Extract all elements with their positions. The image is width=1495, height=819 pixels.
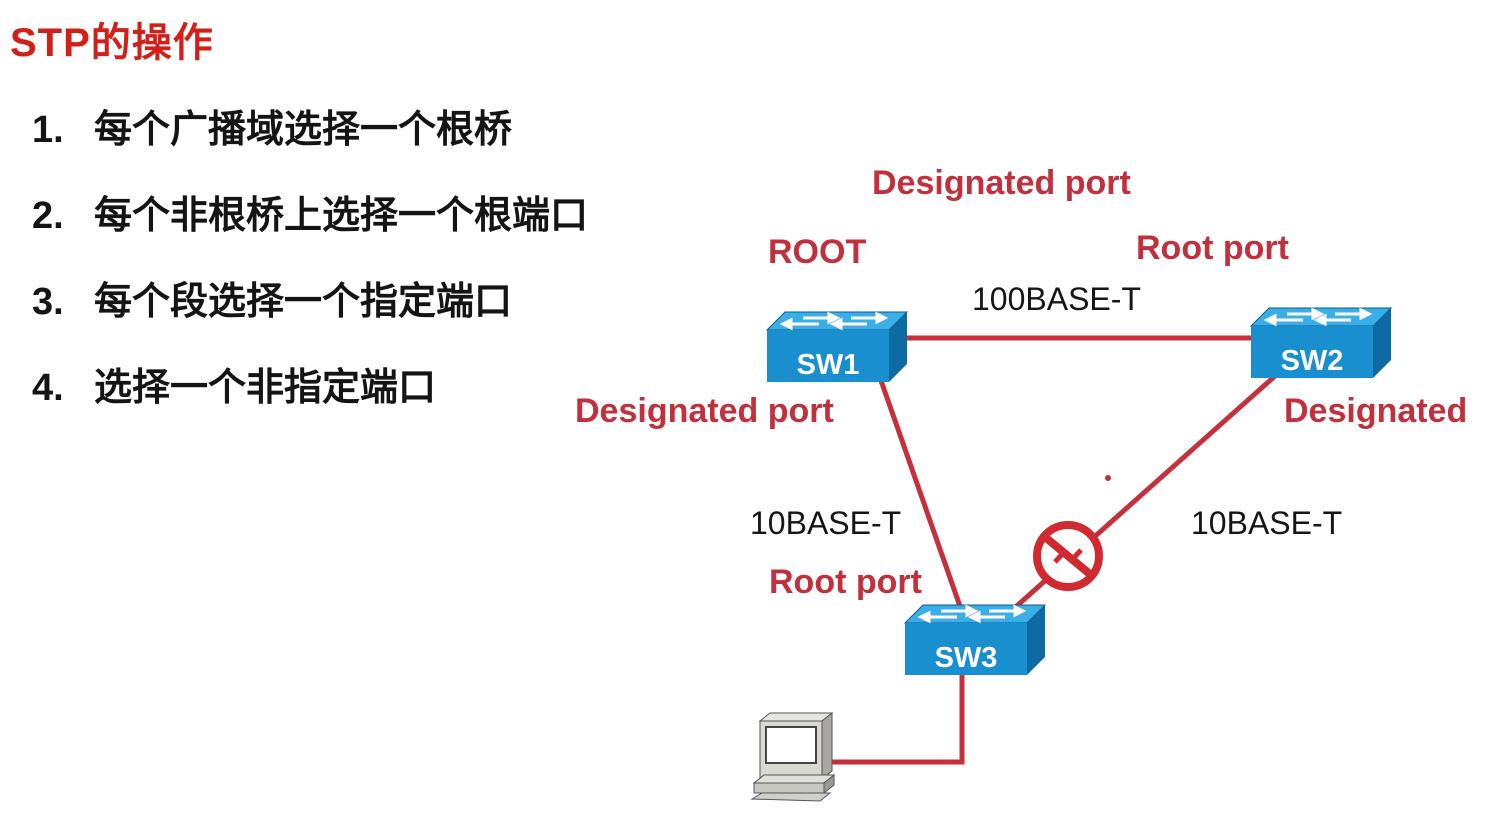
- step-number: 4.: [32, 367, 64, 409]
- root-bridge-label: ROOT: [768, 233, 867, 271]
- switch-label: SW1: [797, 349, 860, 381]
- blocked-port-icon: [1033, 521, 1103, 591]
- step-item: 2. 每个非根桥上选择一个根端口: [32, 184, 588, 270]
- step-text: 每个段选择一个指定端口: [94, 281, 513, 323]
- sw2-sw3-media-label: 10BASE-T: [1191, 505, 1343, 541]
- switch-sw1-icon: SW1: [765, 311, 909, 382]
- link-sw1-sw3: [875, 371, 965, 613]
- link-sw3-pc: [832, 668, 965, 765]
- sw1-sw2-designated-port-label: Designated port: [872, 164, 1131, 202]
- sw1-sw3-media-label: 10BASE-T: [750, 505, 902, 541]
- switch-label: SW3: [935, 642, 998, 674]
- switch-label: SW2: [1281, 345, 1344, 377]
- step-list: 1. 每个广播域选择一个根桥 2. 每个非根桥上选择一个根端口 3. 每个段选择一个指…: [32, 98, 588, 442]
- step-item: 3. 每个段选择一个指定端口: [32, 270, 588, 356]
- sw1-sw3-designated-port-label: Designated port: [575, 392, 834, 430]
- step-text: 每个非根桥上选择一个根端口: [94, 195, 589, 237]
- step-item: 4. 选择一个非指定端口: [32, 356, 588, 442]
- step-number: 1.: [32, 109, 64, 151]
- slide-title: STP的操作: [10, 21, 214, 65]
- step-item: 1. 每个广播域选择一个根桥: [32, 98, 588, 184]
- sw1-sw2-media-label: 100BASE-T: [972, 281, 1141, 317]
- step-text: 选择一个非指定端口: [94, 367, 437, 409]
- sw3-root-port-label: Root port: [769, 563, 922, 601]
- step-number: 2.: [32, 195, 64, 237]
- annotation-dot: [1105, 475, 1111, 481]
- switch-sw3-icon: SW3: [903, 604, 1047, 675]
- sw2-root-port-label: Root port: [1136, 229, 1289, 267]
- switch-sw2-icon: SW2: [1249, 307, 1393, 378]
- pc-workstation-icon: [750, 711, 836, 802]
- step-number: 3.: [32, 281, 64, 323]
- step-text: 每个广播域选择一个根桥: [94, 109, 513, 151]
- sw2-sw3-designated-port-label: Designated: [1284, 392, 1468, 430]
